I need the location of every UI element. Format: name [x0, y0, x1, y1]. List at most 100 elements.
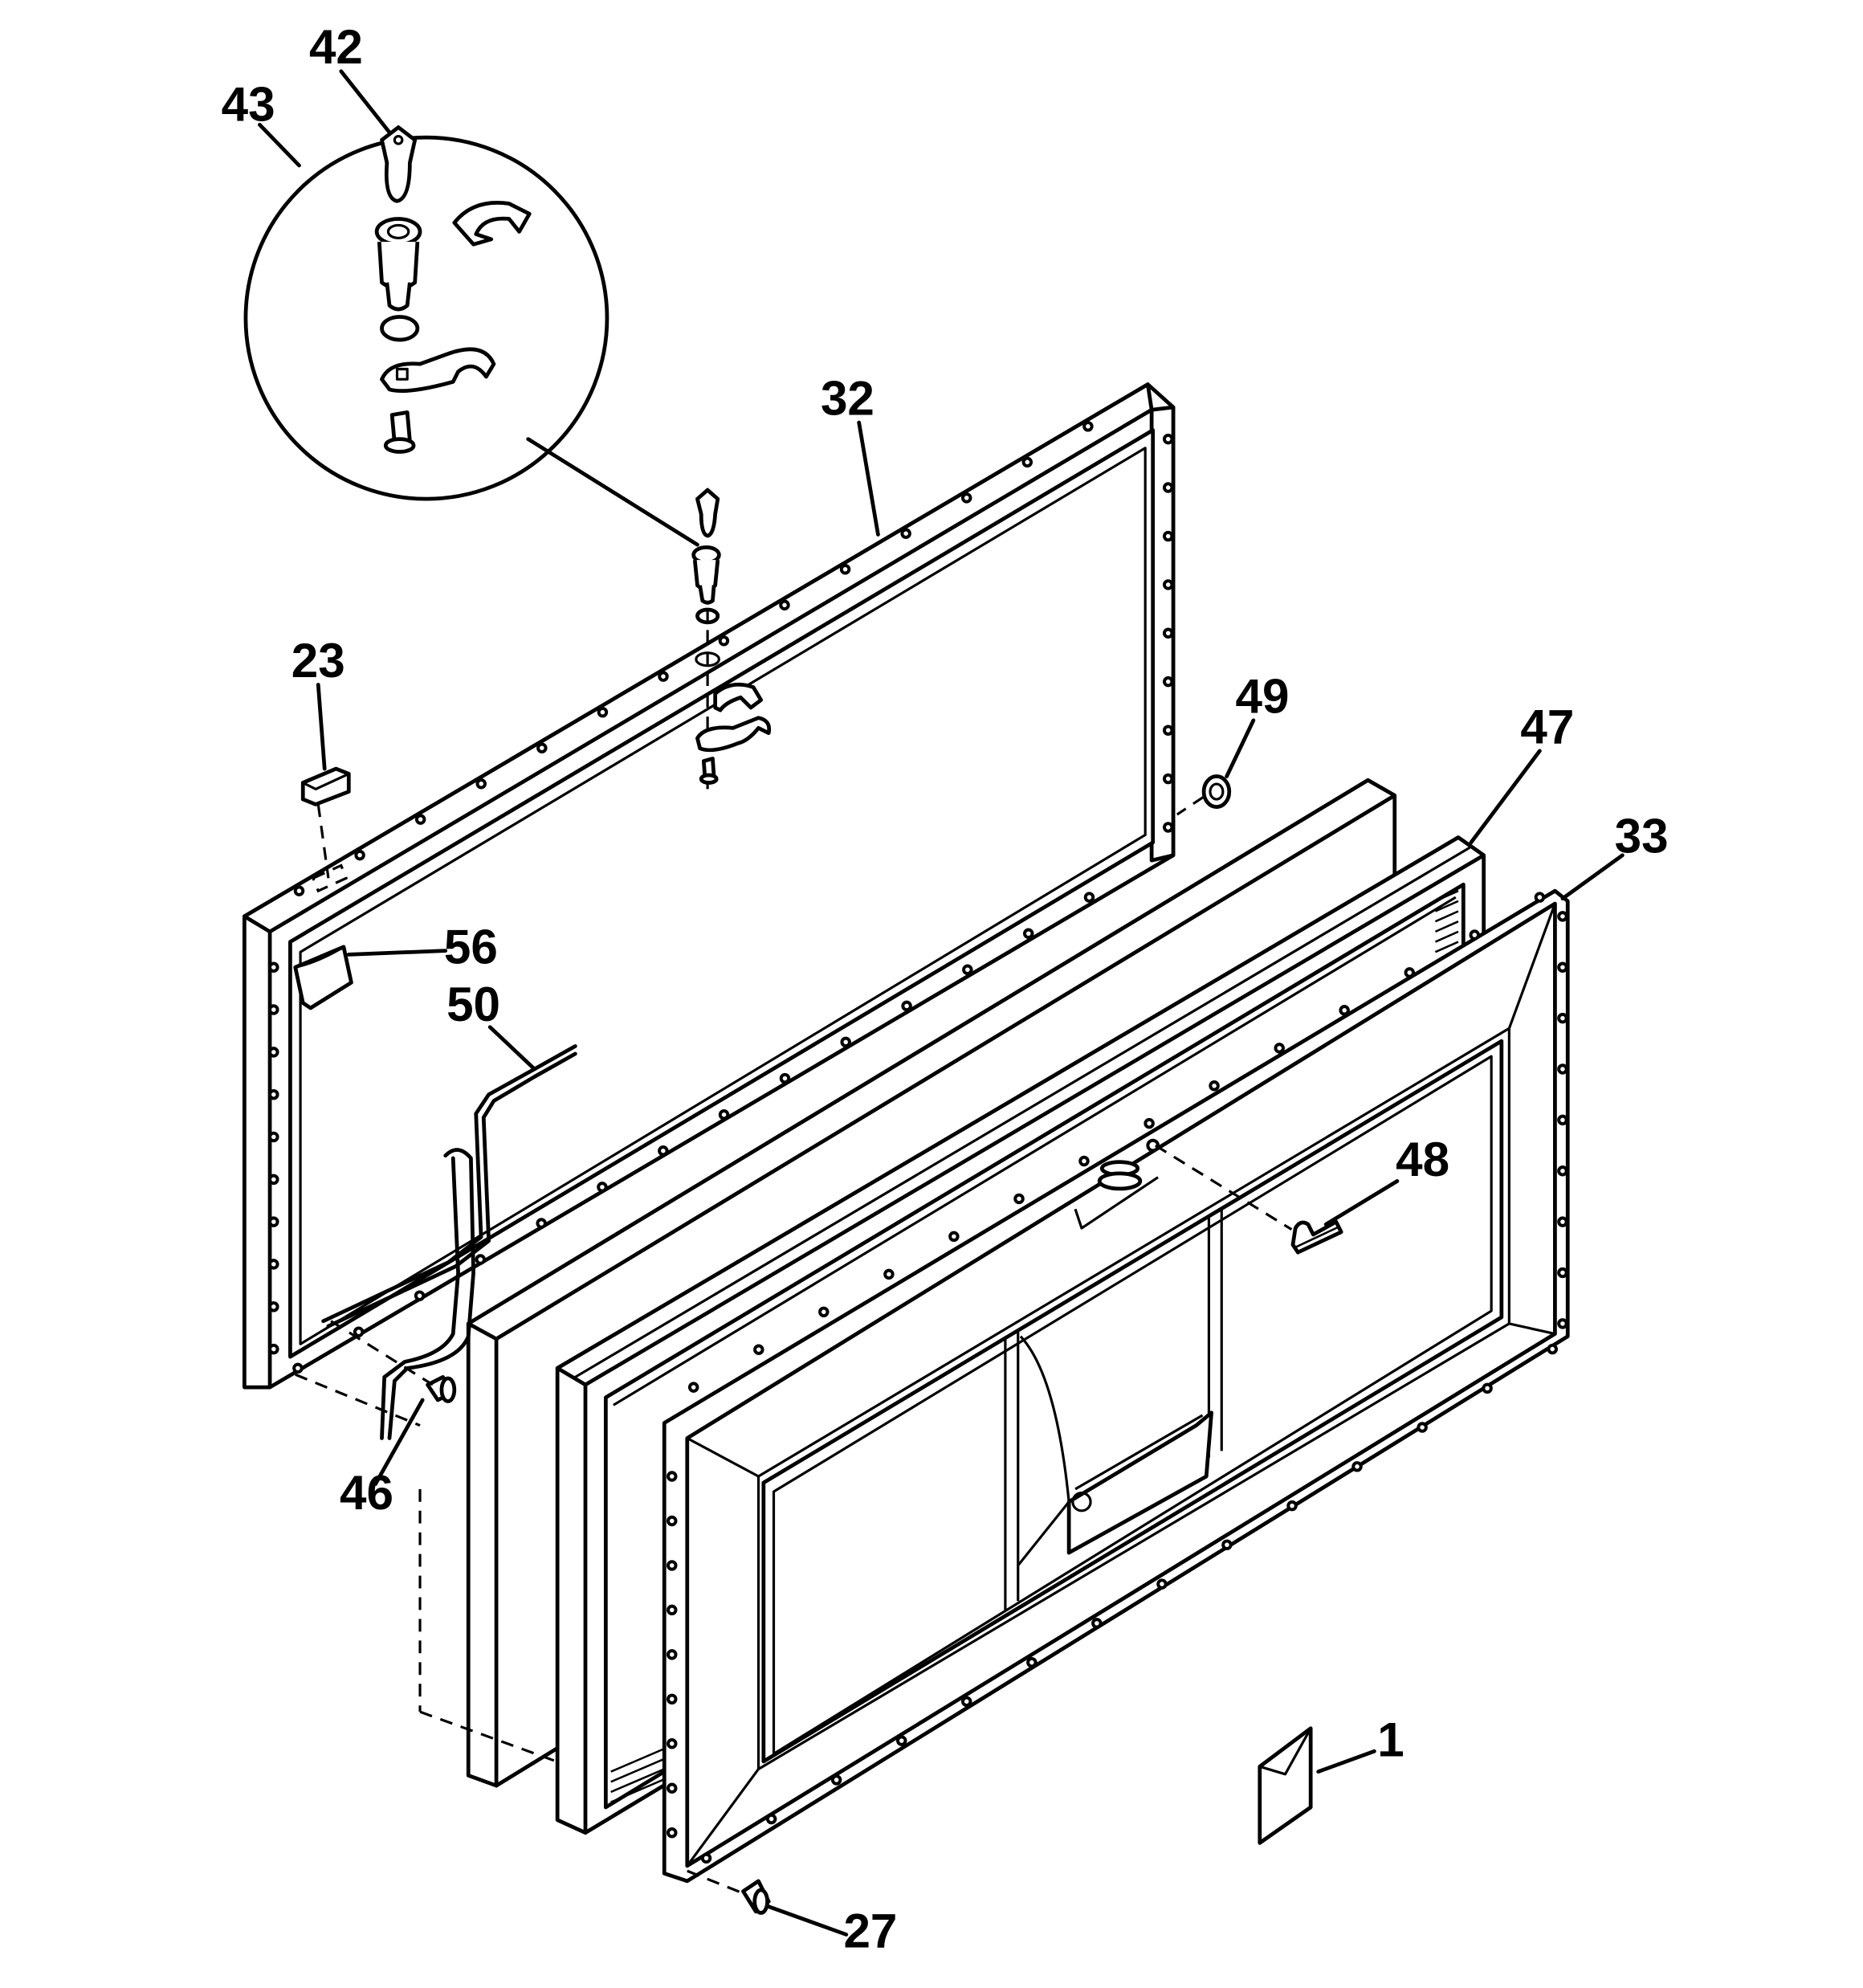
screw-hole: [1026, 1656, 1037, 1668]
screw-holes: [268, 421, 1568, 1864]
screw-hole: [667, 1827, 678, 1839]
screw-hole: [268, 1174, 279, 1186]
screw-hole: [962, 964, 973, 975]
screw-hole: [667, 1560, 678, 1571]
screw-hole: [1557, 1165, 1568, 1177]
screw-hole: [900, 528, 911, 539]
screw-hole: [1162, 579, 1174, 590]
screw-hole: [960, 1696, 972, 1708]
screw-hole: [1162, 725, 1174, 736]
key-part: [380, 125, 418, 203]
screw-hole: [1162, 676, 1174, 688]
screw-hole: [667, 1782, 678, 1794]
screw-hole: [292, 1362, 304, 1374]
screw-hole: [839, 564, 851, 575]
screw-hole: [1482, 1382, 1493, 1394]
screw-hole: [1557, 1114, 1568, 1126]
screw-hole: [1557, 1063, 1568, 1075]
screw-hole: [840, 1036, 851, 1048]
screw-hole: [268, 1131, 279, 1143]
screw-hole: [901, 1000, 912, 1012]
plug-46: [295, 1320, 561, 1765]
screw-hole: [779, 599, 790, 611]
part-label-50: 50: [446, 977, 500, 1031]
screw-hole: [268, 1216, 279, 1227]
screw-hole: [818, 1306, 830, 1318]
screw-hole: [1351, 1461, 1363, 1472]
screw-hole: [700, 1852, 712, 1864]
screw-hole: [1082, 421, 1094, 432]
retaining-clip-part: [452, 201, 532, 247]
screw-hole: [1162, 773, 1174, 785]
screw-hole: [1023, 928, 1034, 939]
screw-hole: [268, 1047, 279, 1058]
screw-hole: [1156, 1578, 1168, 1590]
cam-lever-part: [380, 347, 496, 394]
part-labels: 42 43 32 23 49 47 33 56 50 48 46 1 27: [222, 19, 1669, 1957]
screw-hole: [536, 1218, 547, 1229]
screw-hole: [268, 1259, 279, 1270]
screw-hole: [1162, 627, 1174, 639]
part-label-27: 27: [843, 1903, 897, 1957]
screw-hole: [293, 885, 305, 896]
part-label-32: 32: [821, 371, 874, 426]
liner-bracket: [1097, 1138, 1160, 1191]
screw-hole: [753, 1344, 764, 1355]
switch-23: [300, 766, 351, 893]
screw-hole: [1143, 1117, 1155, 1129]
leader-lines: [258, 69, 1625, 1937]
screw-hole: [960, 492, 972, 504]
screw-hole: [268, 1088, 279, 1100]
screw-hole: [1162, 530, 1174, 542]
part-label-46: 46: [340, 1465, 393, 1520]
screw-hole: [475, 778, 487, 790]
screw-hole: [1557, 1012, 1568, 1024]
screw-hole: [1013, 1193, 1025, 1205]
part-label-33: 33: [1615, 809, 1669, 863]
screw-hole: [667, 1649, 678, 1660]
screw-hole: [1083, 892, 1095, 903]
screw-hole: [658, 671, 669, 682]
screw-hole: [1091, 1618, 1103, 1629]
screw-hole: [948, 1231, 960, 1243]
screw-hole: [883, 1268, 895, 1280]
screw-hole: [268, 1343, 279, 1355]
screw-hole: [658, 1145, 669, 1157]
screw-hole: [1417, 1422, 1428, 1433]
screw-hole: [667, 1604, 678, 1616]
screw-hole: [1557, 961, 1568, 973]
screw-hole: [1404, 967, 1416, 978]
screw-hole: [667, 1471, 678, 1482]
screw-hole: [779, 1072, 791, 1084]
screw-hole: [268, 1004, 279, 1015]
screw-hole: [687, 1382, 699, 1393]
screw-hole: [1286, 1500, 1298, 1512]
screw-hole: [1557, 1267, 1568, 1279]
screw-hole: [268, 961, 279, 973]
screw-hole: [1078, 1155, 1090, 1167]
screw-hole: [1221, 1539, 1233, 1551]
screw-hole: [667, 1738, 678, 1749]
o-ring-part: [380, 315, 420, 342]
lock-cylinder-part: [374, 217, 422, 312]
cam-screw-part: [383, 410, 416, 454]
bumper-49: [1176, 774, 1232, 816]
hinge-48: [1155, 1144, 1343, 1255]
part-label-48: 48: [1396, 1132, 1449, 1186]
screw-hole: [830, 1774, 842, 1786]
screw-hole: [1534, 892, 1546, 903]
screw-hole: [268, 1301, 279, 1312]
screw-hole: [718, 635, 730, 647]
screw-hole: [667, 1693, 678, 1705]
screw-27: [687, 1869, 771, 1915]
screw-hole: [354, 849, 365, 861]
screw-hole: [475, 1254, 487, 1265]
screw-hole: [1162, 822, 1174, 833]
screw-hole: [597, 706, 609, 718]
screw-hole: [1162, 482, 1174, 493]
screw-hole: [1274, 1043, 1285, 1054]
literature-envelope-1: [1258, 1726, 1313, 1845]
screw-hole: [718, 1108, 730, 1121]
screw-hole: [1339, 1005, 1350, 1016]
